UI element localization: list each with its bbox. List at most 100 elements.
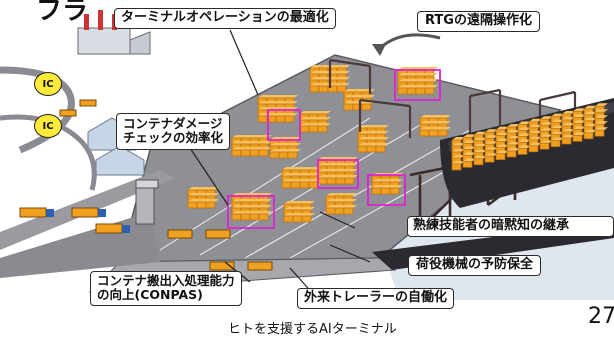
truck-group [19, 99, 273, 271]
container-top [518, 145, 531, 149]
container-top [285, 95, 298, 98]
container-box [451, 163, 462, 171]
container-top [270, 149, 283, 152]
container-top [438, 121, 451, 124]
container-top [335, 205, 348, 208]
container-box [357, 145, 368, 153]
container-top [425, 79, 438, 82]
container-box [528, 145, 539, 153]
callout-predictive-maintenance: 荷役機械の予防保全 [408, 255, 542, 276]
rtg-cranes [328, 58, 577, 152]
container-top [258, 95, 271, 98]
container-top [300, 111, 313, 114]
container-box [424, 87, 435, 95]
container-box [361, 103, 372, 111]
container-top [573, 108, 586, 112]
container-box [318, 85, 329, 93]
container-top [309, 111, 322, 114]
container-top [390, 179, 403, 182]
container-box [371, 187, 382, 195]
container-top [291, 179, 304, 182]
container-box [539, 142, 550, 150]
container-top [551, 119, 564, 123]
container-box [437, 129, 448, 137]
container-box [366, 145, 377, 153]
container-box [343, 207, 354, 215]
container-top [463, 134, 476, 138]
container-top [282, 167, 295, 170]
container-top [551, 131, 564, 135]
container-top [337, 65, 350, 68]
container-top [367, 131, 380, 134]
container-top [326, 193, 339, 196]
container-top [302, 213, 315, 216]
container-box [380, 187, 391, 195]
container-top [241, 135, 254, 138]
container-top [345, 169, 358, 172]
callout-terminal-optimization: ターミナルオペレーションの最適化 [114, 8, 336, 29]
container-box [287, 151, 298, 159]
container-top [452, 155, 465, 158]
container-top [310, 65, 323, 68]
container-top [267, 95, 280, 98]
container-top [279, 143, 292, 146]
container-top [452, 137, 465, 140]
callout-conpas: コンテナ搬出入処理能力 の向上(CONPAS) [90, 271, 242, 306]
container-top [293, 213, 306, 216]
container-box [550, 140, 561, 147]
container-top [529, 142, 542, 146]
container-top [310, 71, 323, 74]
container-top [197, 193, 210, 196]
container-top [463, 152, 476, 156]
container-top [407, 73, 420, 76]
container-top [326, 205, 339, 208]
container-top [344, 199, 357, 202]
container-top [507, 136, 520, 139]
container-top [250, 141, 263, 144]
container-top [367, 137, 380, 140]
container-top [420, 115, 433, 118]
container-top [425, 85, 438, 88]
container-top [496, 126, 509, 130]
container-top [376, 137, 389, 140]
container-box [269, 151, 280, 159]
callout-skill-transfer: 熟練技能者の暗黙知の継承 [407, 216, 614, 237]
container-top [507, 130, 520, 133]
container-top [551, 137, 564, 141]
container-top [336, 163, 349, 166]
container-top [407, 85, 420, 88]
container-top [337, 83, 350, 86]
container-top [381, 185, 394, 188]
container-top [327, 163, 340, 166]
container-box [334, 207, 345, 215]
container-top [496, 144, 509, 148]
container-top [291, 167, 304, 170]
container-top [381, 179, 394, 182]
container-top [367, 125, 380, 128]
container-box [343, 103, 354, 111]
container-top [318, 117, 331, 120]
container-top [250, 135, 263, 138]
container-top [463, 158, 476, 162]
container-top [390, 185, 403, 188]
container-top [345, 175, 358, 178]
title-fragment: フラ [36, 0, 89, 26]
container-top [518, 121, 531, 125]
container-top [529, 130, 542, 134]
container-top [398, 73, 411, 76]
container-top [258, 101, 271, 104]
container-box [325, 207, 336, 215]
container-top [358, 131, 371, 134]
container-top [416, 73, 429, 76]
ship-cargo [451, 103, 608, 171]
callout-rtg-remote: RTGの遠隔操作化 [417, 11, 540, 32]
container-top [362, 95, 375, 98]
container-top [241, 199, 254, 202]
container-box [517, 148, 528, 155]
container-top [507, 142, 520, 145]
container-top [318, 111, 331, 114]
container-top [267, 101, 280, 104]
container-top [344, 95, 357, 98]
container-top [438, 115, 451, 118]
container-top [562, 111, 575, 114]
